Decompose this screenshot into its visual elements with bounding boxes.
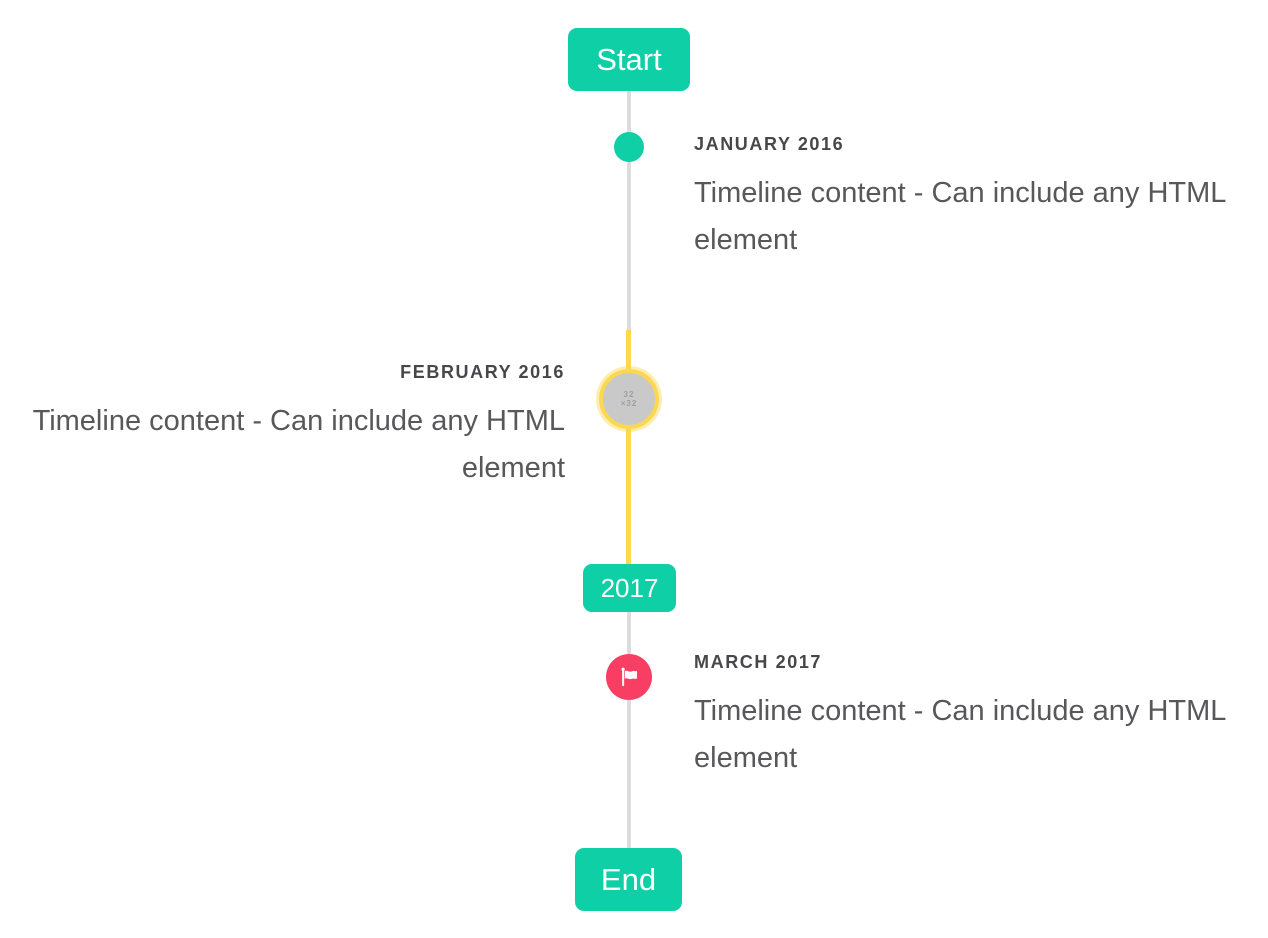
- timeline-year-badge: 2017: [583, 564, 676, 612]
- entry-content: Timeline content - Can include any HTML …: [694, 177, 1226, 256]
- timeline-entry-january-2016: JANUARY 2016 Timeline content - Can incl…: [694, 132, 1234, 264]
- flag-icon: [618, 666, 641, 689]
- timeline-entry-february-2016: FEBRUARY 2016 Timeline content - Can inc…: [25, 360, 565, 492]
- entry-title: JANUARY 2016: [694, 134, 845, 154]
- avatar-placeholder-text-line2: ×32: [620, 399, 638, 408]
- entry-title: FEBRUARY 2016: [400, 362, 565, 382]
- timeline-year-label: 2017: [600, 572, 659, 603]
- timeline-end-badge: End: [575, 848, 682, 911]
- timeline-entry-march-2017: MARCH 2017 Timeline content - Can includ…: [694, 650, 1234, 782]
- timeline-start-label: Start: [596, 41, 662, 77]
- entry-content: Timeline content - Can include any HTML …: [694, 695, 1226, 774]
- timeline-marker-avatar-february-2016: 32 ×32: [599, 369, 659, 429]
- timeline-line-highlight-segment: [626, 330, 631, 564]
- timeline-start-badge: Start: [568, 28, 690, 91]
- timeline-marker-dot-january-2016: [614, 132, 644, 162]
- timeline-end-label: End: [600, 861, 657, 897]
- timeline-marker-flag-march-2017: [606, 654, 652, 700]
- avatar-placeholder-text-line1: 32: [623, 390, 635, 399]
- entry-title: MARCH 2017: [694, 652, 823, 672]
- entry-content: Timeline content - Can include any HTML …: [32, 405, 565, 484]
